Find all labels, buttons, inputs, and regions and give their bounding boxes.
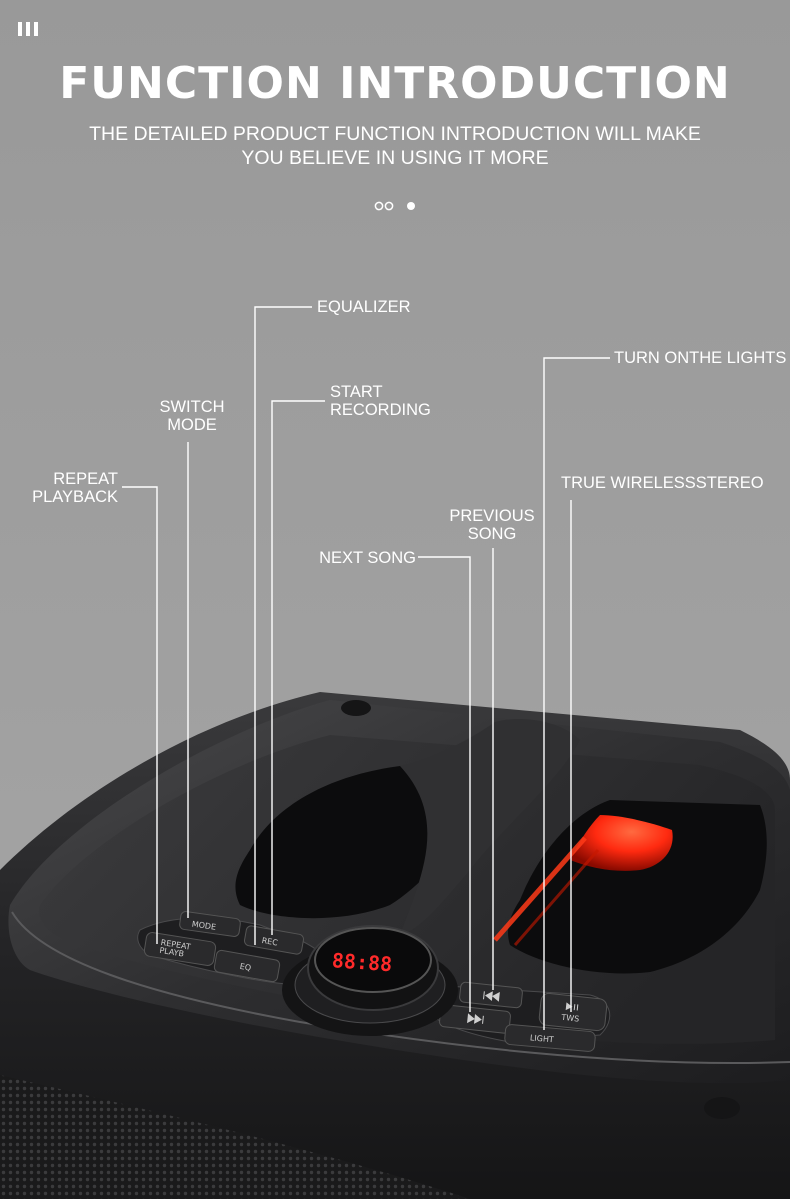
subtitle-line-1: THE DETAILED PRODUCT FUNCTION INTRODUCTI… (89, 123, 701, 145)
callout-switch-mode-line-2: MODE (167, 416, 217, 434)
repeat-button-label-2: PLAYB (159, 946, 185, 959)
line-repeat-playback (122, 486, 158, 944)
display-readout: 88:88 (331, 948, 393, 976)
callout-equalizer: EQUALIZER (317, 298, 411, 316)
rec-button (243, 925, 305, 955)
callout-turn-on-lights: TURN ONTHE LIGHTS (614, 349, 787, 367)
light-button (504, 1024, 596, 1052)
carousel-dots[interactable] (370, 198, 420, 214)
repeat-button (143, 932, 217, 966)
callout-true-wireless-stereo: TRUE WIRELESSSTEREO (561, 474, 764, 492)
callout-repeat-playback: REPEAT PLAYBACK (18, 470, 118, 506)
line-turn-on-lights (543, 357, 610, 1030)
callout-switch-mode-line-1: SWITCH (159, 398, 225, 416)
mode-button-label: MODE (191, 920, 216, 932)
callout-previous-song-line-2: SONG (467, 525, 517, 543)
callout-previous-song-line-1: PREVIOUS (449, 507, 535, 525)
next-track-icon (467, 1013, 484, 1024)
callout-start-recording: START RECORDING (330, 383, 431, 419)
tws-button (538, 992, 608, 1032)
callout-repeat-playback-line-2: PLAYBACK (32, 488, 118, 506)
line-equalizer (254, 306, 312, 945)
line-next-song (418, 556, 471, 1012)
eq-button (213, 949, 281, 983)
rec-button-label: REC (261, 936, 279, 948)
line-start-recording (271, 400, 325, 935)
light-button-label: LIGHT (530, 1033, 555, 1044)
callout-switch-mode: SWITCH MODE (150, 398, 234, 434)
callout-lines (122, 306, 610, 1030)
speaker-grille (0, 1075, 470, 1199)
carousel-dot-1 (374, 201, 384, 211)
callout-repeat-playback-line-1: REPEAT (53, 470, 118, 488)
led-display (314, 927, 432, 993)
eq-button-label: EQ (239, 962, 252, 973)
carousel-dot-2 (384, 201, 394, 211)
carousel-dot-3 (407, 202, 415, 210)
callout-start-recording-line-2: RECORDING (330, 401, 431, 419)
page-title: FUNCTION INTRODUCTION (59, 58, 731, 109)
callout-start-recording-line-1: START (330, 383, 383, 401)
previous-track-icon (483, 991, 500, 1002)
callout-previous-song: PREVIOUS SONG (446, 507, 538, 543)
subtitle-line-2: YOU BELIEVE IN USING IT MORE (241, 147, 549, 169)
mode-button (179, 911, 241, 937)
tws-button-label: TWS (560, 1013, 580, 1024)
play-pause-icon (565, 1002, 579, 1011)
page-subtitle: THE DETAILED PRODUCT FUNCTION INTRODUCTI… (60, 122, 730, 170)
menu-bars-icon[interactable] (18, 22, 42, 36)
right-handle-cavity (508, 800, 767, 974)
red-light (570, 815, 673, 871)
callout-next-song: NEXT SONG (319, 549, 416, 567)
